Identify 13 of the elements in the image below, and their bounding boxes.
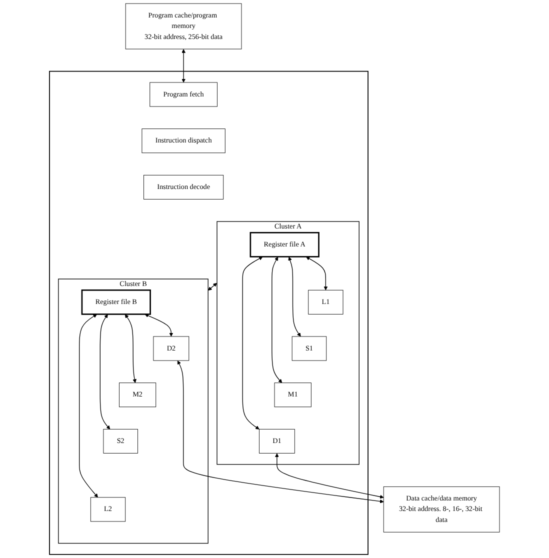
arrow xyxy=(182,49,186,83)
arrow xyxy=(272,256,282,384)
arrow xyxy=(177,360,384,504)
arrow xyxy=(242,256,263,430)
arrow xyxy=(144,314,174,337)
cluster xyxy=(49,70,368,555)
arrow xyxy=(306,256,328,290)
arrow xyxy=(208,282,218,291)
arrow xyxy=(288,256,301,337)
arrow xyxy=(100,314,110,430)
arrow xyxy=(124,314,136,384)
arrow xyxy=(79,314,98,498)
arrow xyxy=(274,453,384,499)
